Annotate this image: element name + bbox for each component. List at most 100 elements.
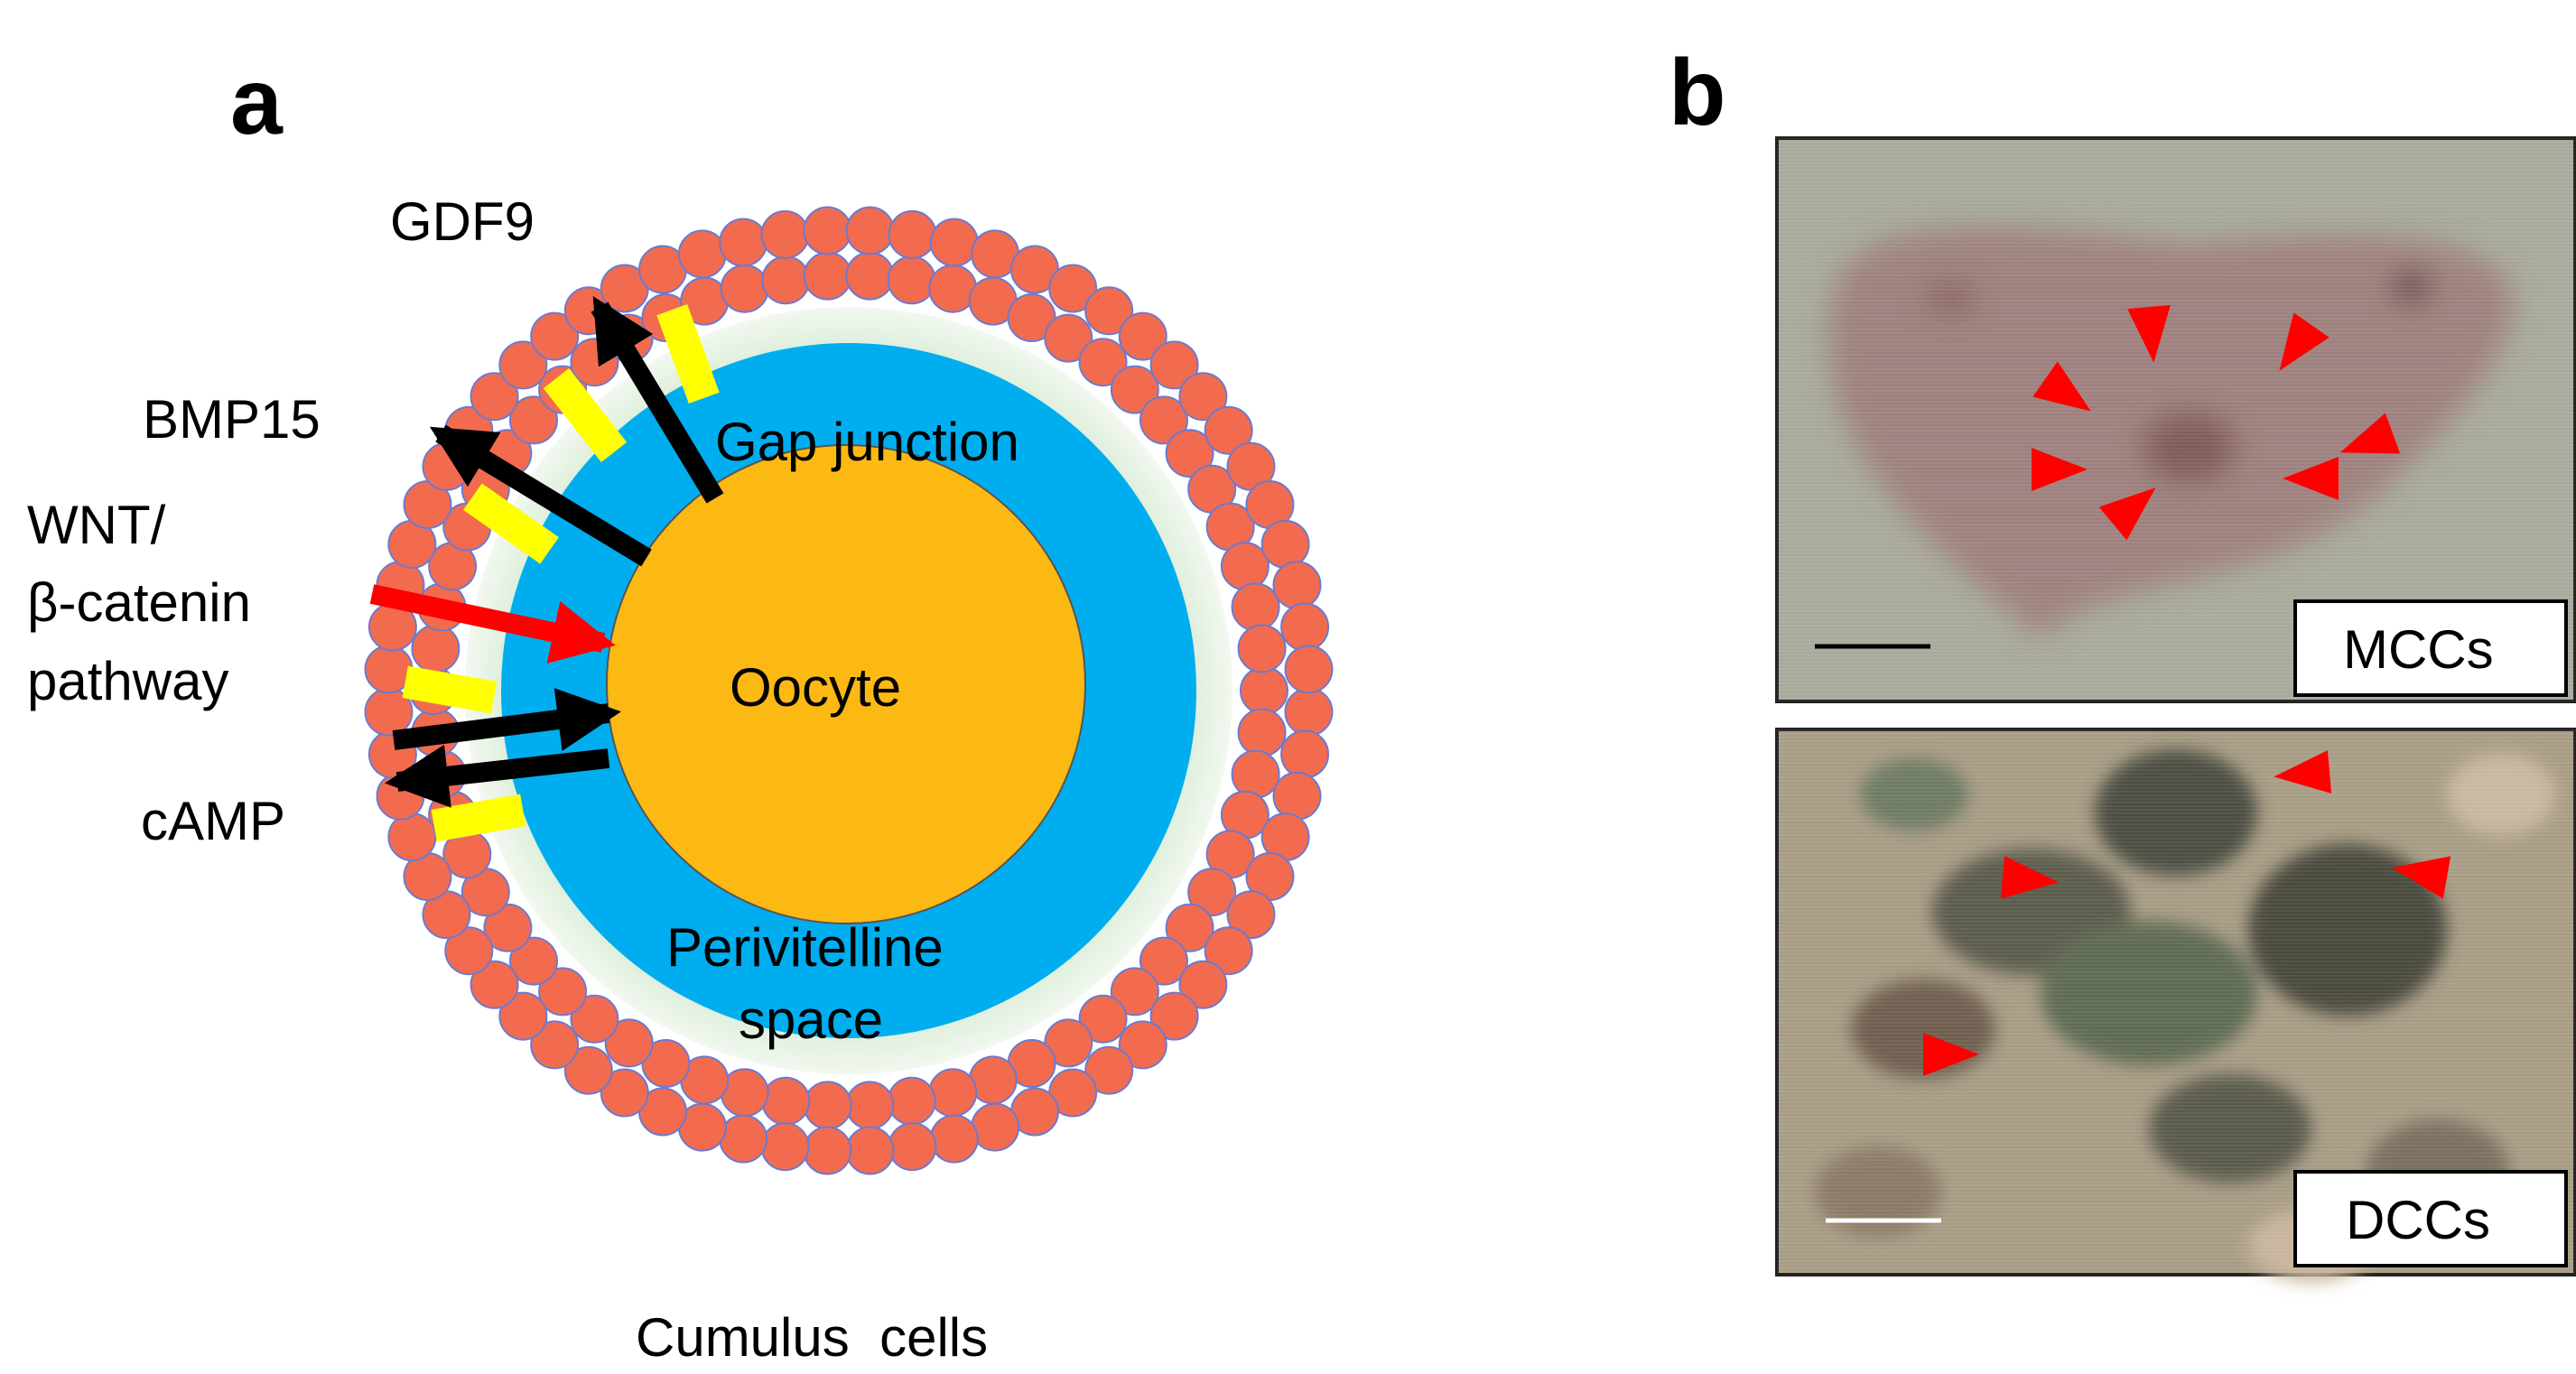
cumulus-cell [1110, 365, 1159, 414]
camp-arrow-out [385, 744, 610, 808]
cumulus-cell [1044, 313, 1093, 363]
arrowhead [2391, 856, 2451, 899]
cumulus-cells-label: Cumulus cells [636, 1307, 988, 1368]
cumulus-cell [803, 206, 852, 255]
cumulus-cell [887, 255, 936, 305]
cumulus-cell [677, 229, 727, 279]
cumulus-cell [498, 991, 548, 1041]
oocyte-label: Oocyte [730, 657, 901, 718]
cumulus-cell [1284, 645, 1334, 694]
cumulus-cell [1139, 395, 1188, 445]
cumulus-cell [760, 1122, 810, 1172]
wnt-label-line3: pathway [27, 651, 228, 711]
cumulus-cell [600, 1068, 649, 1118]
cumulus-cell [971, 1102, 1020, 1152]
cumulus-cell [845, 1126, 895, 1175]
cumulus-cell [888, 1122, 937, 1172]
cumulus-cell [1204, 405, 1253, 455]
signal-arrows [369, 295, 724, 808]
cumulus-cell [803, 1126, 852, 1175]
cumulus-cell [509, 395, 558, 445]
oocyte [606, 444, 1086, 924]
arrowhead [2274, 750, 2332, 794]
mccs-arrowheads [2032, 304, 2401, 541]
wnt-arrow [369, 584, 616, 664]
arrowhead [2098, 487, 2156, 541]
cumulus-cell [1149, 340, 1199, 390]
cumulus-cell [845, 206, 895, 255]
cumulus-cell [887, 1076, 936, 1126]
dccs-label: DCCs [2346, 1190, 2490, 1250]
arrowhead [2000, 856, 2059, 899]
cumulus-cell [760, 209, 810, 259]
cumulus-cell [845, 1081, 895, 1130]
cumulus-cell [1280, 602, 1330, 652]
cumulus-cell [761, 255, 811, 305]
cumulus-cell [538, 967, 588, 1017]
arrowhead [2283, 457, 2339, 500]
cumulus-cell [1260, 519, 1310, 569]
cumulus-cell [1231, 749, 1280, 799]
cumulus-cell [929, 1114, 979, 1164]
cumulus-cell [1078, 338, 1128, 387]
cumulus-cell [803, 251, 852, 301]
arrowhead [2339, 413, 2401, 454]
arrowhead [2032, 361, 2091, 412]
cumulus-cell [761, 1076, 811, 1126]
dccs-micrograph: DCCs [1775, 728, 2576, 1282]
cumulus-cell [1280, 729, 1330, 779]
gap-junction-mark [431, 794, 526, 842]
cumulus-cell [1149, 991, 1199, 1041]
mccs-label: MCCs [2343, 619, 2494, 680]
cumulus-cell [719, 1114, 768, 1164]
cumulus-cell [1272, 561, 1322, 610]
cumulus-cell [563, 1045, 613, 1095]
cumulus-cell [1272, 771, 1322, 821]
cumulus-cell [1084, 286, 1134, 336]
cumulus-cell [470, 372, 519, 422]
bmp15-label: BMP15 [143, 389, 321, 450]
perivitelline-label-line1: Perivitelline [666, 917, 944, 978]
cumulus-cell [1231, 582, 1280, 632]
perivitelline-label-line2: space [739, 989, 883, 1050]
gap-junction-mark [543, 367, 628, 463]
gdf9-arrow [591, 295, 724, 504]
arrowhead [2127, 304, 2171, 363]
cumulus-cell [1178, 960, 1228, 1009]
camp-label: cAMP [141, 791, 285, 851]
cumulus-cell [570, 994, 619, 1044]
cumulus-cell [1139, 936, 1188, 986]
cumulus-cell [1165, 429, 1214, 478]
cumulus-cell [1084, 1045, 1134, 1095]
cumulus-cell [1204, 926, 1253, 976]
wnt-label-line1: WNT/ [27, 495, 166, 555]
cumulus-cell [1187, 868, 1237, 917]
cumulus-cell [888, 209, 937, 259]
cumulus-cell [1220, 542, 1269, 591]
cumulus-cell [720, 264, 769, 313]
cumulus-cell [604, 1018, 654, 1068]
cumulus-cell [387, 812, 437, 862]
cumulus-cell [1237, 624, 1287, 673]
gap-junction-marks [402, 303, 720, 842]
cumulus-cell [411, 624, 460, 673]
cumulus-cell [719, 218, 768, 267]
cumulus-cell [1226, 890, 1276, 940]
cumulus-cell [1284, 687, 1334, 737]
cumulus-cell [498, 340, 548, 390]
gap-junction-label: Gap junction [715, 412, 1019, 472]
camp-arrow-in [392, 688, 621, 751]
mccs-micrograph: MCCs [1775, 136, 2576, 703]
arrowhead [2032, 448, 2088, 491]
panel-a-letter: a [230, 50, 284, 154]
arrowhead [2279, 312, 2330, 371]
cumulus-cell [929, 218, 979, 267]
dccs-label-box [2293, 1170, 2568, 1267]
gap-junction-mark [656, 303, 720, 404]
cumulus-cell [470, 960, 519, 1009]
gap-junction-mark [402, 665, 498, 714]
cumulus-cell [483, 903, 533, 952]
bmp15-arrow [429, 424, 652, 567]
dccs-arrowheads [1923, 750, 2451, 1076]
